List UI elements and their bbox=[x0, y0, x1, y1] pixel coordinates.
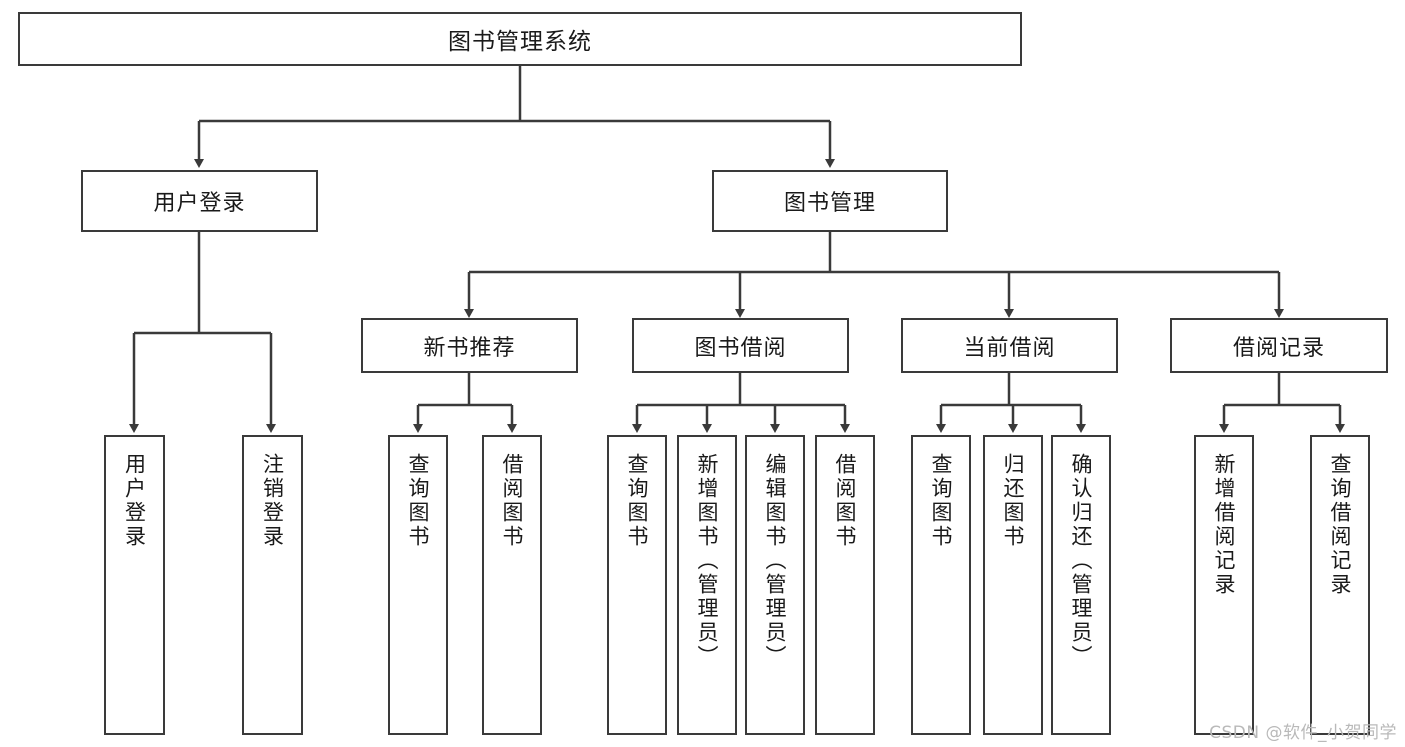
node-label: 新增图书（管理员） bbox=[695, 453, 720, 669]
leaf-query-book-current[interactable]: 查询图书 bbox=[911, 435, 971, 735]
node-book-management[interactable]: 图书管理 bbox=[712, 170, 948, 232]
node-label: 新增借阅记录 bbox=[1212, 453, 1237, 597]
node-label: 用户登录 bbox=[153, 191, 246, 216]
leaf-add-borrow-record[interactable]: 新增借阅记录 bbox=[1194, 435, 1254, 735]
leaf-query-book-recommend[interactable]: 查询图书 bbox=[388, 435, 448, 735]
node-current-borrow[interactable]: 当前借阅 bbox=[901, 318, 1118, 373]
node-label: 用户登录 bbox=[122, 453, 147, 549]
node-label: 确认归还（管理员） bbox=[1069, 453, 1094, 669]
node-label: 查询图书 bbox=[625, 453, 650, 549]
node-label: 当前借阅 bbox=[963, 335, 1056, 361]
leaf-add-book-admin[interactable]: 新增图书（管理员） bbox=[677, 435, 737, 735]
leaf-edit-book-admin[interactable]: 编辑图书（管理员） bbox=[745, 435, 805, 735]
leaf-query-book-borrow[interactable]: 查询图书 bbox=[607, 435, 667, 735]
csdn-watermark: CSDN @软件_小贺同学 bbox=[1209, 723, 1397, 743]
node-borrow-record[interactable]: 借阅记录 bbox=[1170, 318, 1388, 373]
node-label: 归还图书 bbox=[1001, 453, 1026, 549]
leaf-user-login[interactable]: 用户登录 bbox=[104, 435, 165, 735]
node-label: 查询借阅记录 bbox=[1328, 453, 1353, 597]
leaf-borrow-book-recommend[interactable]: 借阅图书 bbox=[482, 435, 542, 735]
node-label: 图书管理系统 bbox=[448, 29, 592, 55]
node-label: 图书借阅 bbox=[694, 335, 787, 361]
node-book-borrow[interactable]: 图书借阅 bbox=[632, 318, 849, 373]
leaf-borrow-book[interactable]: 借阅图书 bbox=[815, 435, 875, 735]
node-label: 编辑图书（管理员） bbox=[763, 453, 788, 669]
leaf-confirm-return-admin[interactable]: 确认归还（管理员） bbox=[1051, 435, 1111, 735]
node-user-login[interactable]: 用户登录 bbox=[81, 170, 318, 232]
node-label: 借阅图书 bbox=[500, 453, 525, 549]
node-label: 借阅记录 bbox=[1232, 335, 1325, 361]
node-label: 借阅图书 bbox=[833, 453, 858, 549]
leaf-query-borrow-record[interactable]: 查询借阅记录 bbox=[1310, 435, 1370, 735]
leaf-logout[interactable]: 注销登录 bbox=[242, 435, 303, 735]
node-label: 注销登录 bbox=[260, 453, 285, 549]
node-label: 新书推荐 bbox=[423, 335, 516, 361]
node-label: 图书管理 bbox=[783, 191, 876, 216]
node-new-book-recommend[interactable]: 新书推荐 bbox=[361, 318, 578, 373]
leaf-return-book[interactable]: 归还图书 bbox=[983, 435, 1043, 735]
node-root-system[interactable]: 图书管理系统 bbox=[18, 12, 1022, 66]
node-label: 查询图书 bbox=[406, 453, 431, 549]
node-label: 查询图书 bbox=[929, 453, 954, 549]
